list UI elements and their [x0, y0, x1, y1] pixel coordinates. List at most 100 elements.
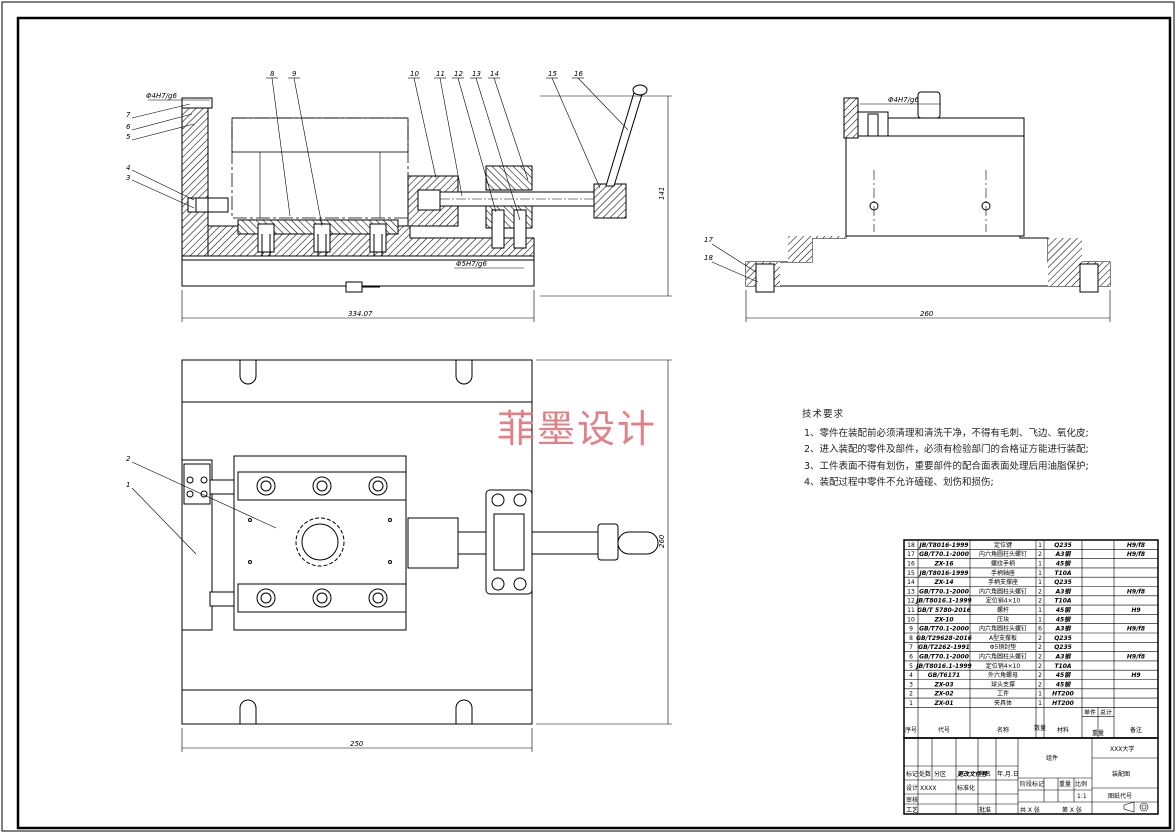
callout-8: 8: [270, 70, 275, 78]
bom-row-code: ZX-10: [933, 616, 953, 623]
bom-row-name: 工件: [997, 690, 1009, 698]
tb-drawing-code: 图纸代号: [1108, 792, 1132, 800]
bom-row-material: 45钢: [1056, 615, 1071, 623]
bom-row-code: ZX-03: [933, 681, 953, 688]
projection-symbol-icon: [1123, 801, 1149, 813]
bom-row-material: Q235: [1054, 635, 1072, 642]
bom-header-unit-weight: 单件: [1084, 708, 1096, 716]
bom-row-material: A3钢: [1055, 587, 1072, 595]
bom-row-code: GB/T70.1-2000: [919, 626, 969, 633]
bom-row-name: 螺纹手柄: [991, 560, 1015, 568]
callout-12: 12: [454, 70, 463, 78]
callout-5: 5: [126, 133, 131, 141]
callout-1: 1: [126, 481, 130, 489]
bom-header-note: 备注: [1130, 726, 1142, 734]
bom-row-code: GB/T70.1-2000: [919, 551, 969, 558]
bom-row-name: 定位键: [994, 541, 1012, 549]
dim-width-front: 334.07: [348, 310, 373, 318]
callout-9: 9: [292, 70, 297, 78]
tb-approve: 批准: [979, 806, 991, 814]
bom-row-material: A3钢: [1055, 625, 1072, 633]
bom-row-material: Q235: [1054, 542, 1072, 549]
side-fit-label: Φ4H7/g6: [888, 96, 919, 104]
bom-row-no: 10: [907, 616, 915, 623]
bom-row-name: 手柄支撑座: [988, 578, 1018, 586]
callout-7: 7: [126, 111, 131, 119]
side-view: [711, 91, 1111, 322]
bom-header-name: 名称: [997, 726, 1009, 734]
bom-row-material: T10A: [1054, 663, 1071, 670]
bom-row-name: Φ5销封垫: [990, 643, 1017, 651]
callout-13: 13: [472, 70, 481, 78]
title-block-text: XXX大学 组件 装配图 图纸代号 阶段标记 重量 比例 1:1 标记 处数 分…: [906, 745, 1134, 814]
bom-row-code: GB/T2262-1991: [918, 644, 970, 651]
bom-row-no: 14: [907, 579, 915, 586]
bom-row-name: A型支撑板: [989, 634, 1017, 642]
fit-label-top: Φ4H7/g6: [146, 92, 177, 100]
bom-row-no: 15: [907, 570, 915, 577]
bom-header-qty: 数量: [1034, 724, 1046, 732]
callout-16: 16: [574, 70, 583, 78]
bom-row-code: JB/T8016.1-1999: [915, 663, 971, 670]
note-item-1: 1、零件在装配前必须清理和清洗干净，不得有毛刺、飞边、氧化皮;: [804, 427, 1089, 439]
tb-row-1: 处数: [919, 770, 931, 778]
tb-school: XXX大学: [1110, 745, 1134, 753]
fit-label-bottom: Φ5H7/g6: [456, 260, 487, 268]
bom-row-note: H9: [1131, 607, 1140, 614]
bom-row-note: H9: [1131, 672, 1140, 679]
notes-title: 技术要求: [802, 409, 845, 420]
bom-row-qty: 1: [1038, 579, 1042, 586]
bom-row-qty: 1: [1038, 691, 1042, 698]
bom-row-name: 内六角圆柱头螺钉: [979, 550, 1027, 558]
bom-row-no: 3: [909, 681, 913, 688]
bom-row-material: T10A: [1054, 570, 1071, 577]
bom-row-qty: 1: [1038, 570, 1042, 577]
bom-row-material: 45钢: [1056, 560, 1071, 568]
callout-11: 11: [436, 70, 445, 78]
bom-row-qty: 2: [1038, 644, 1042, 651]
bom-row-no: 12: [907, 598, 915, 605]
bom-row-no: 2: [909, 691, 913, 698]
bom-row-material: HT200: [1052, 700, 1074, 707]
bom-header-total-weight: 总计: [1100, 708, 1112, 716]
bom-row-code: JB/T8016.1-1999: [915, 598, 971, 605]
callout-2: 2: [126, 455, 131, 463]
callout-10: 10: [410, 70, 419, 78]
bom-row-material: Q235: [1054, 644, 1072, 651]
bom-row-qty: 2: [1038, 551, 1042, 558]
watermark: 菲墨设计: [497, 407, 658, 451]
callout-17: 17: [704, 236, 713, 244]
bom-row-qty: 1: [1038, 616, 1042, 623]
tb-process: 工艺: [906, 806, 918, 814]
callout-3: 3: [126, 174, 130, 182]
bom-row-code: GB/T29628-2016: [916, 635, 972, 642]
technical-notes: 技术要求 1、零件在装配前必须清理和清洗干净，不得有毛刺、飞边、氧化皮; 2、进…: [790, 408, 1110, 493]
tb-row-2: 分区: [934, 770, 946, 778]
bom-row-material: HT200: [1052, 691, 1074, 698]
bom-row-name: 手柄轴座: [991, 569, 1015, 577]
bom-row-name: 定位销4×10: [986, 662, 1021, 670]
bom-row-name: 内六角圆柱头螺钉: [979, 587, 1027, 595]
top-view-labels: 2 1 250 260: [126, 455, 666, 748]
bom-row-code: JB/T8016-1999: [919, 570, 969, 577]
bom-row-material: Q235: [1054, 579, 1072, 586]
bom-row-no: 8: [909, 635, 913, 642]
tb-std: 标准化: [957, 784, 975, 792]
bom-row-code: JB/T8016-1999: [919, 542, 969, 549]
bom-row-material: 45钢: [1056, 606, 1071, 614]
tb-design-name: XXXX: [920, 785, 936, 792]
bom-row-name: 定位销4×10: [986, 597, 1021, 605]
bom-row-no: 9: [909, 626, 913, 633]
inner-border: [16, 16, 1172, 830]
tb-drawing-name: 装配图: [1112, 770, 1130, 778]
bom-row-qty: 2: [1038, 681, 1042, 688]
bom-row-qty: 2: [1038, 672, 1042, 679]
bom-row-note: H9/f8: [1127, 542, 1145, 549]
bom-row-note: H9/f8: [1127, 551, 1145, 558]
dim-height-front: 141: [658, 187, 666, 200]
dim-height-top: 260: [658, 534, 666, 548]
bom-row-material: 45钢: [1056, 680, 1071, 688]
